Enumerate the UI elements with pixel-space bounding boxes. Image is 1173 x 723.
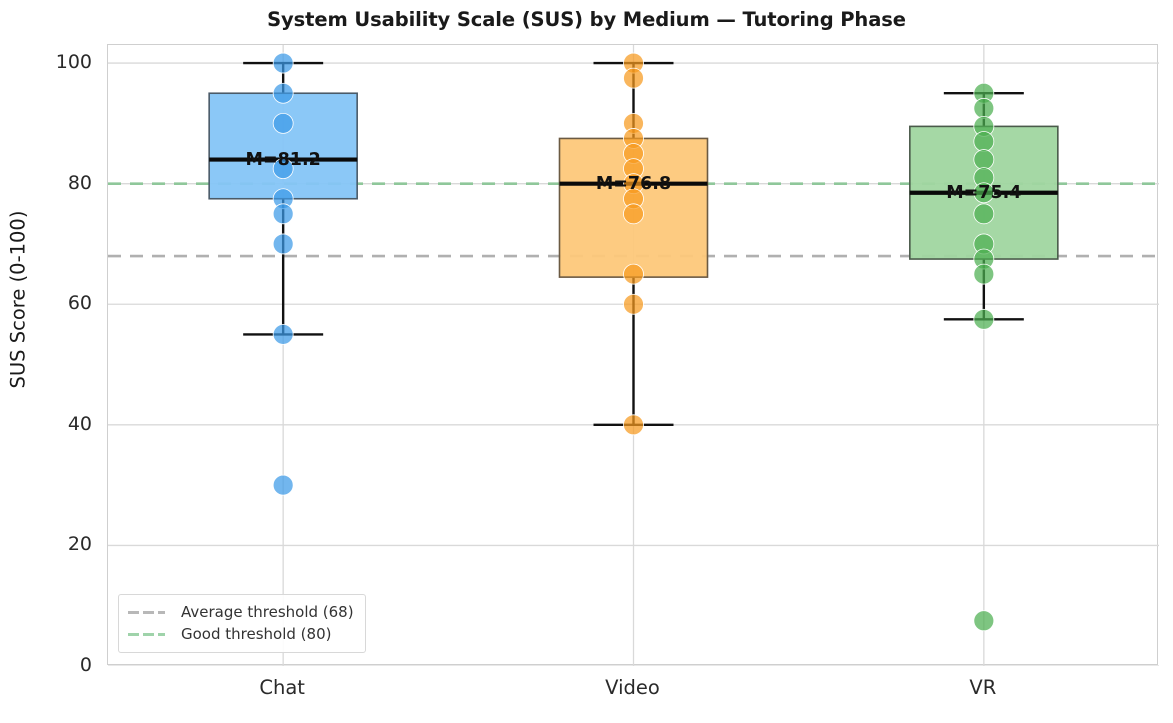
x-axis-tick-chat[interactable]: Chat: [259, 676, 305, 699]
y-axis-tick-40: 40: [67, 412, 92, 435]
data-point: [623, 67, 644, 89]
y-axis-tick-80: 80: [67, 171, 92, 194]
data-point: [272, 203, 294, 225]
data-point: [973, 610, 995, 632]
data-point: [272, 323, 294, 345]
boxplot-graphics: M=81.2M=76.8 M=75.4: [108, 45, 1159, 666]
data-point: [973, 203, 995, 225]
mean-label: M=75.4: [946, 183, 1021, 203]
box-iqr[interactable]: [208, 92, 358, 200]
data-point: [973, 182, 995, 204]
data-point: [623, 203, 644, 225]
y-axis-tick-60: 60: [67, 292, 92, 315]
x-axis-tick-video[interactable]: Video: [605, 676, 660, 699]
dashed-line-swatch-grey: [128, 605, 170, 619]
legend-item-good-threshold[interactable]: Good threshold (80): [128, 623, 354, 645]
data-point: [272, 82, 294, 104]
data-point: [272, 52, 294, 74]
mean-label: M=81.2: [246, 150, 321, 170]
boxplot-group-video[interactable]: M=76.8: [558, 52, 709, 436]
x-axis-tick-vr[interactable]: VR: [969, 676, 997, 699]
data-point: [973, 308, 995, 330]
data-point: [973, 263, 995, 285]
data-point: [272, 112, 294, 134]
dashed-line-swatch-green: [128, 627, 170, 641]
boxplot-group-chat[interactable]: M=81.2: [208, 52, 358, 496]
data-point: [973, 149, 995, 170]
legend-item-average-threshold[interactable]: Average threshold (68): [128, 601, 354, 623]
data-point: [623, 263, 644, 285]
legend-label-average-threshold: Average threshold (68): [181, 603, 354, 621]
y-axis-tick-0: 0: [79, 654, 92, 676]
chart-title: System Usability Scale (SUS) by Medium —…: [267, 8, 906, 31]
y-axis-tick-100: 100: [55, 51, 92, 74]
legend-label-good-threshold: Good threshold (80): [181, 625, 332, 643]
boxplot-group-vr[interactable]: M=75.4: [909, 82, 1059, 632]
data-point: [623, 293, 644, 315]
legend: Average threshold (68) Good threshold (8…: [118, 594, 366, 653]
data-point: [272, 474, 294, 496]
data-point: [272, 233, 294, 255]
data-point: [973, 131, 995, 152]
y-axis-tick-20: 20: [67, 533, 92, 556]
data-point: [272, 158, 294, 179]
data-point: [973, 97, 995, 119]
data-point: [623, 414, 644, 436]
mean-label: M=76.8: [596, 174, 671, 194]
